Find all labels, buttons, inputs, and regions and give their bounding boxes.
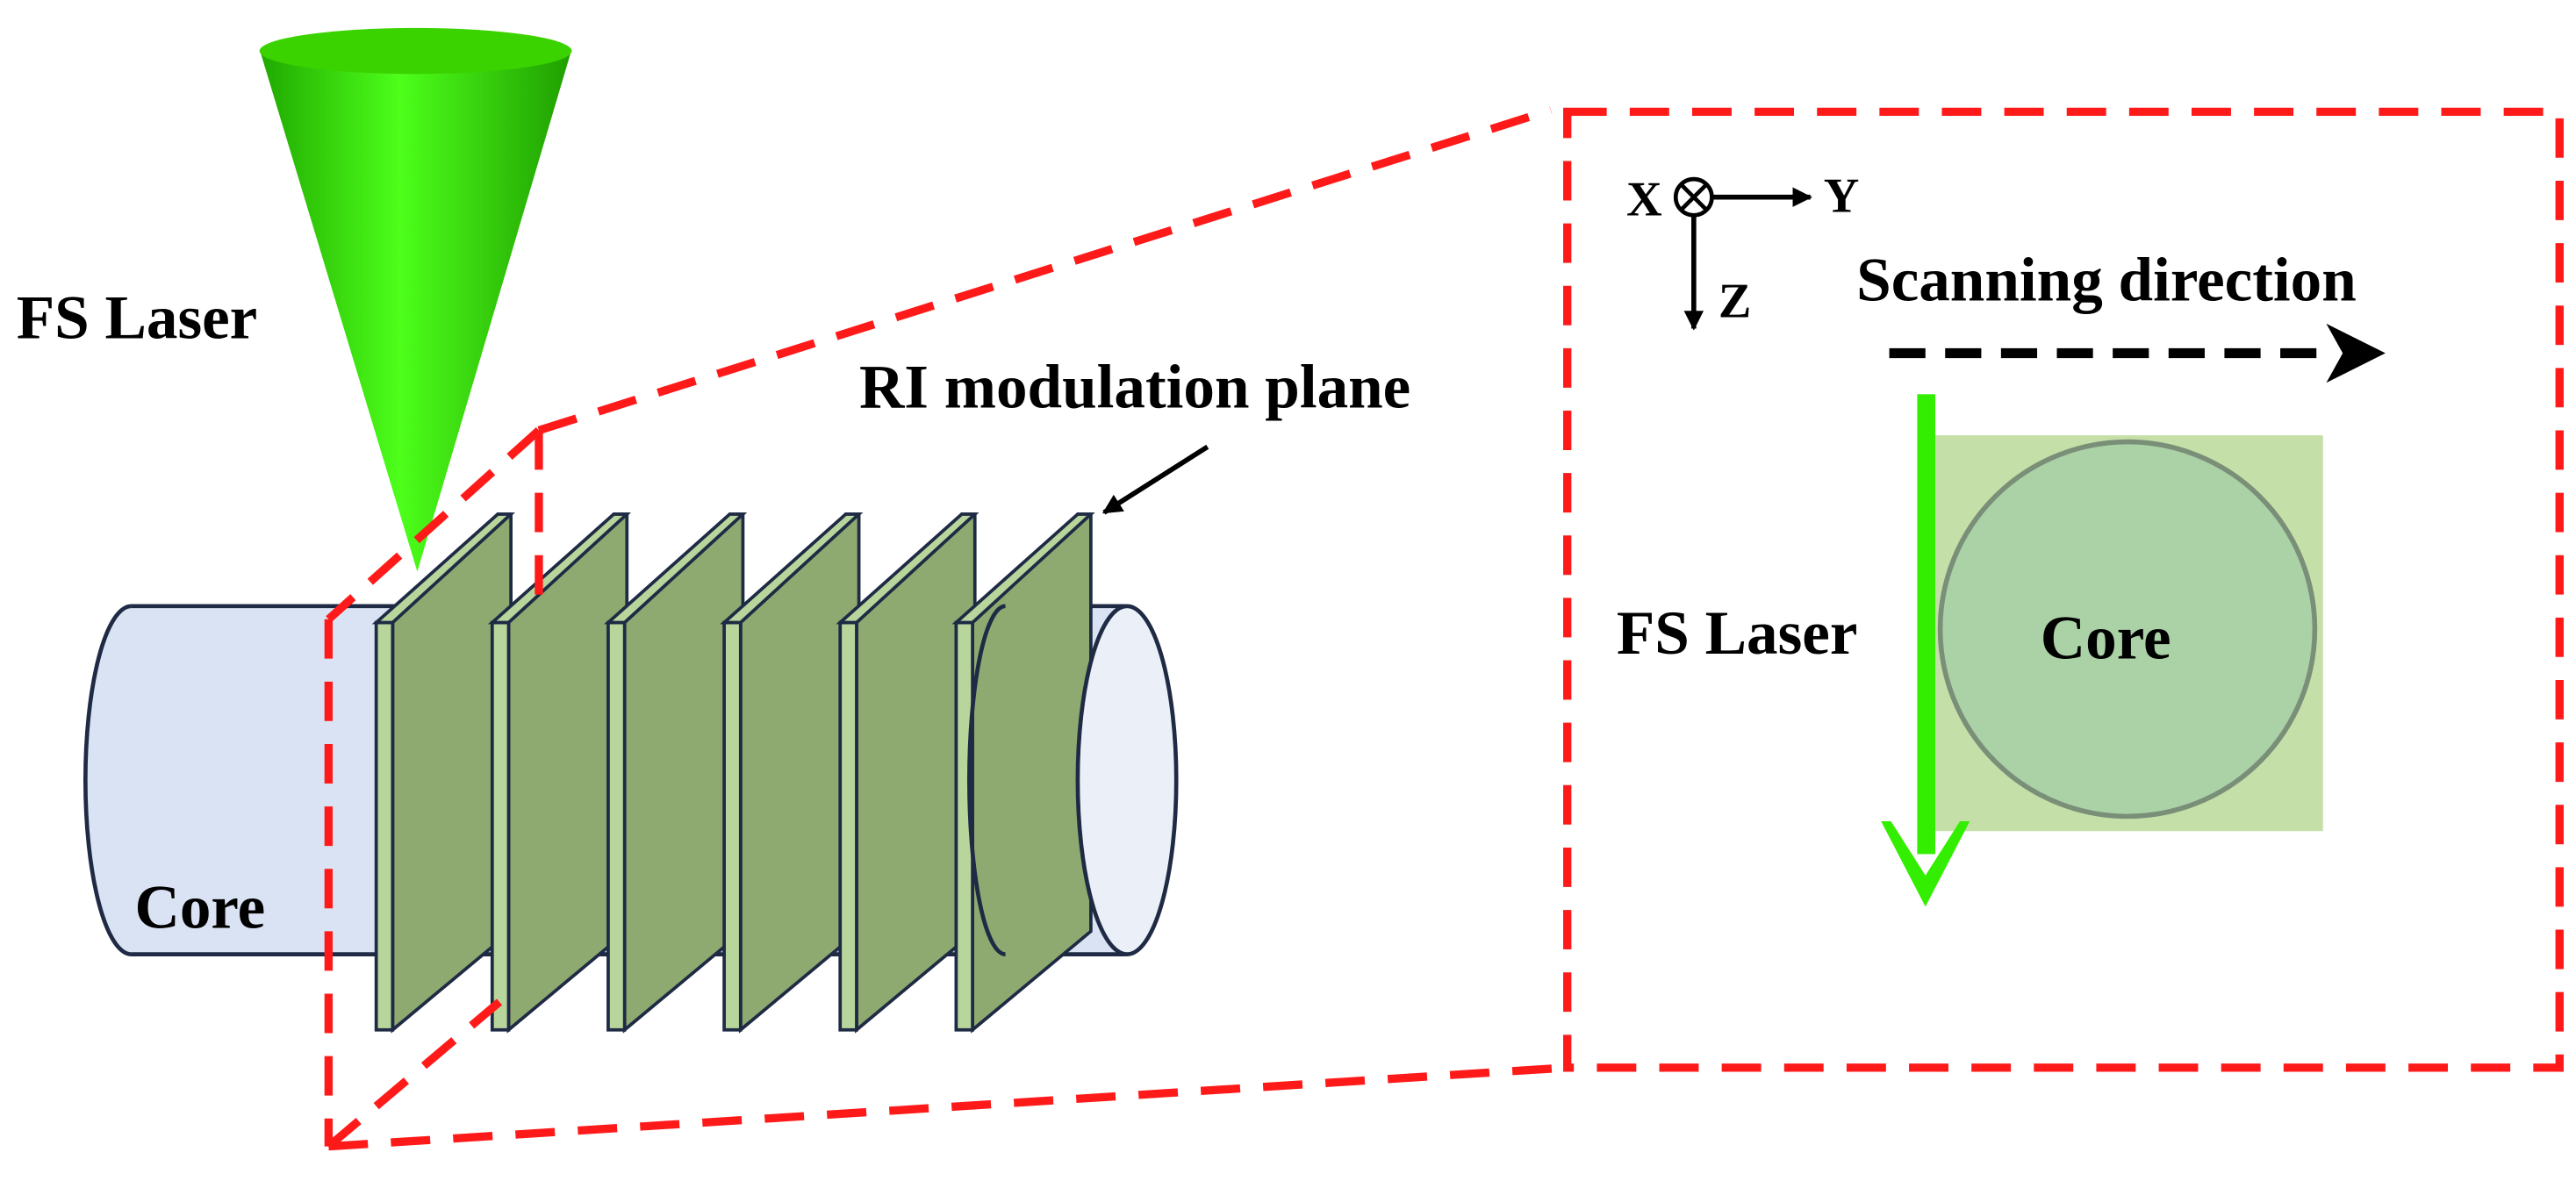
fs-laser-label-right: FS Laser (1617, 599, 1858, 668)
ri-modulation-plane (604, 512, 748, 1034)
fs-laser-beam-arrow (1881, 394, 1970, 907)
ri-modulation-planes (371, 512, 1095, 1034)
core-label-right: Core (2041, 605, 2171, 673)
coordinate-axes (1673, 176, 1812, 331)
scanning-direction-label: Scanning direction (1856, 247, 2357, 315)
scanning-direction-arrow (1889, 323, 2386, 383)
zoom-frame (324, 106, 2564, 1151)
core-cross-section (1934, 435, 2323, 832)
ri-plane-pointer-arrow (1101, 444, 1209, 515)
axis-z-label: Z (1719, 274, 1751, 328)
fs-laser-label-left: FS Laser (17, 284, 258, 353)
core-label-left: Core (134, 874, 265, 942)
ri-modulation-plane (720, 512, 864, 1034)
axis-x-label: X (1626, 172, 1662, 226)
fiber-core-front-cap (967, 604, 1179, 956)
ri-modulation-plane (487, 512, 632, 1034)
fs-laser-cone (259, 27, 572, 572)
ri-modulation-plane (836, 512, 979, 1034)
ri-modulation-plane-label: RI modulation plane (859, 353, 1410, 421)
ri-modulation-plane (951, 512, 1095, 1034)
ri-modulation-plane (371, 512, 515, 1034)
axis-y-label: Y (1824, 169, 1860, 224)
